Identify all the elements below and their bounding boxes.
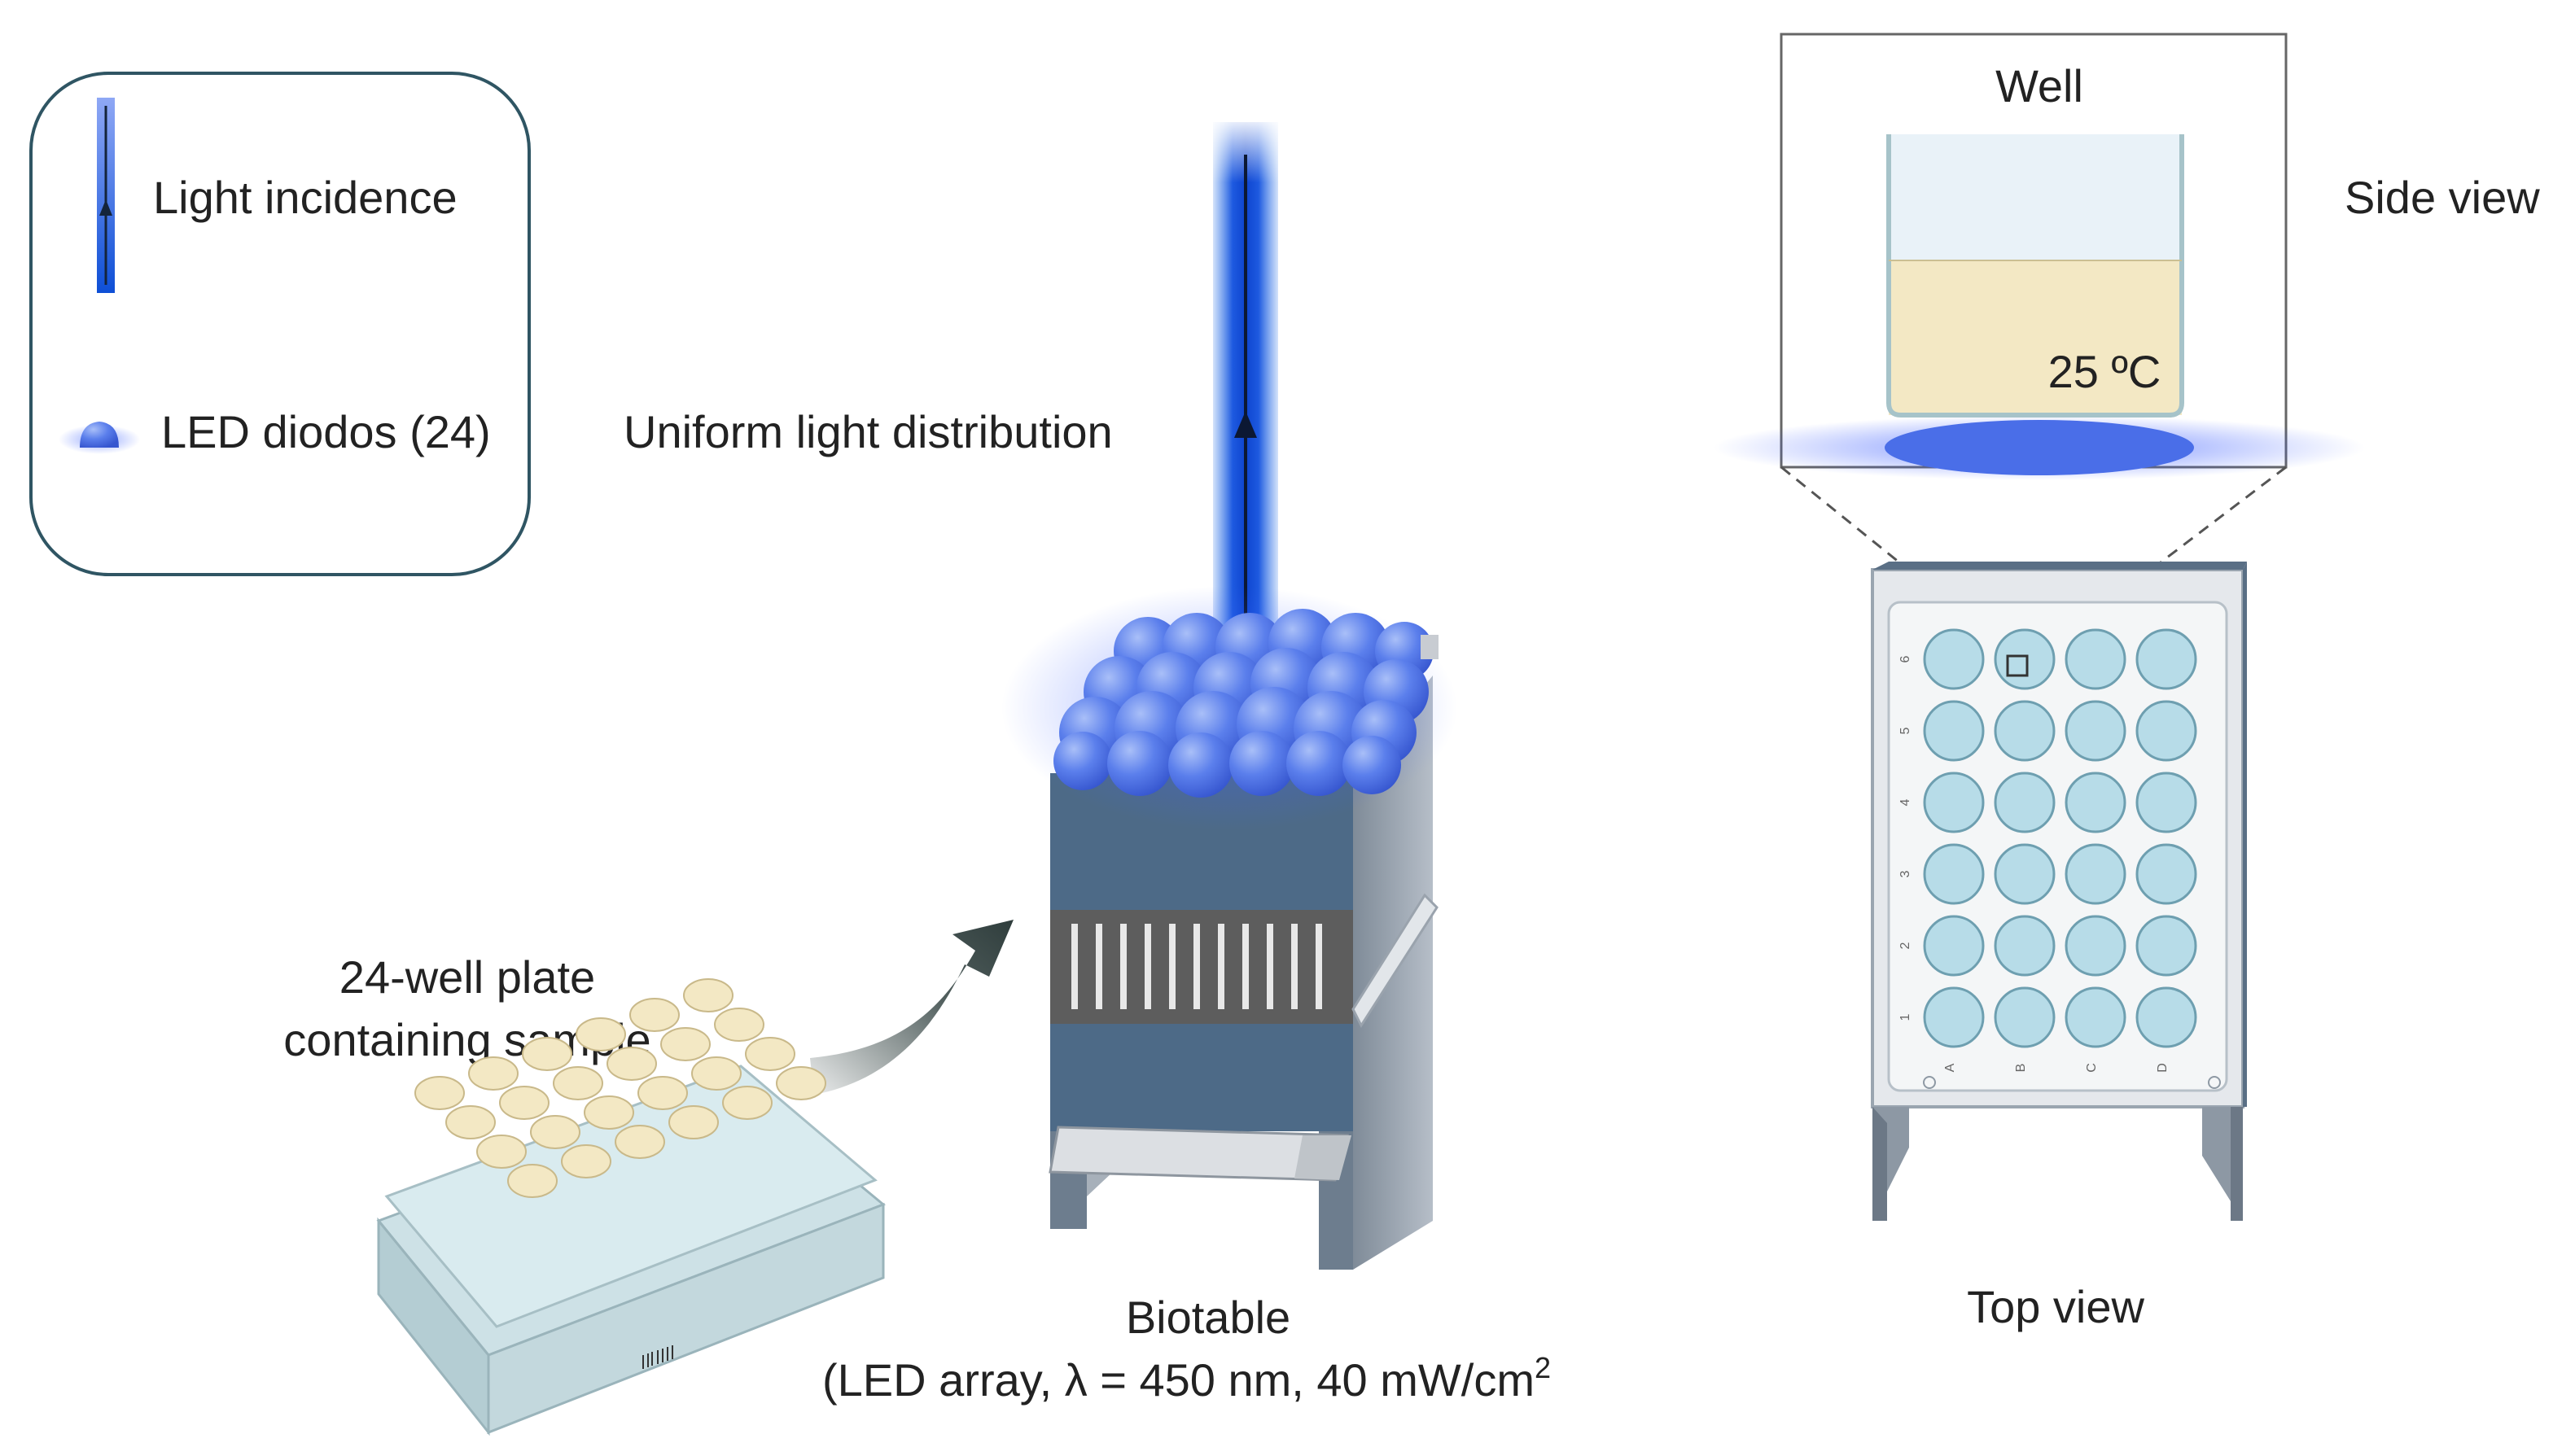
- row-tick-label: 6: [1898, 655, 1912, 662]
- biotable-tray: [1049, 1126, 1349, 1182]
- plate-well: [1994, 772, 2056, 833]
- iso-plate-well: [576, 1017, 626, 1052]
- plate-well: [2135, 986, 2197, 1048]
- vent-slots: [1071, 924, 1322, 1009]
- iso-plate-well: [683, 978, 734, 1012]
- temperature-label: 25 ºC: [2048, 346, 2161, 397]
- beam-arrowhead: [1234, 411, 1257, 438]
- iso-plate-well: [414, 1076, 465, 1110]
- iso-plate-well: [691, 1056, 742, 1091]
- well-plate-perspective: [376, 978, 886, 1436]
- iso-plate-well: [476, 1135, 527, 1169]
- column-tick-label: A: [1943, 1063, 1957, 1072]
- led-dome-cluster: [1053, 609, 1434, 798]
- iso-plate-well: [637, 1076, 688, 1110]
- plate-well: [1994, 915, 2056, 977]
- sample-liquid: [1889, 260, 2182, 415]
- column-tick-labels: A B C D: [1943, 1063, 2170, 1073]
- plate-well: [2065, 986, 2126, 1048]
- plate-well: [2135, 700, 2197, 762]
- iso-plate-well: [445, 1105, 496, 1139]
- row-tick-label: 3: [1898, 870, 1912, 877]
- biotable-spec-text: (LED array, λ = 450 nm, 40 mW/cm: [822, 1354, 1535, 1406]
- biotable-spec-superscript: 2: [1535, 1351, 1551, 1384]
- side-view-label: Side view: [2345, 172, 2540, 223]
- well-label: Well: [1995, 60, 2083, 111]
- plate-well: [2065, 915, 2126, 977]
- top-view-plate: 6 5 4 3 2 1 A B C D: [1871, 562, 2247, 1221]
- row-tick-label: 5: [1898, 727, 1912, 734]
- light-beam: [1213, 122, 1278, 627]
- biotable-spec: (LED array, λ = 450 nm, 40 mW/cm2: [822, 1351, 1551, 1406]
- iso-plate-well: [722, 1086, 773, 1120]
- plate-well: [1923, 700, 1985, 762]
- legend-led-diodes-label: LED diodos (24): [161, 406, 491, 457]
- plate-well: [2135, 915, 2197, 977]
- side-view-inset: Well 25 ºC: [1714, 33, 2365, 480]
- iso-plate-well: [468, 1056, 519, 1091]
- iso-plate-well: [499, 1086, 550, 1120]
- top-plate-wells: [1923, 628, 2197, 1048]
- iso-plate-well: [615, 1125, 665, 1159]
- iso-plate-well: [607, 1047, 657, 1081]
- iso-plate-well: [553, 1066, 603, 1100]
- plate-wells: [414, 978, 826, 1198]
- legend-light-incidence-label: Light incidence: [153, 172, 458, 223]
- light-incidence-icon: [97, 98, 115, 293]
- plate-well: [2135, 843, 2197, 905]
- well-cross-section: [1886, 134, 2184, 418]
- plate-well: [2065, 843, 2126, 905]
- iso-plate-well: [561, 1144, 611, 1178]
- iso-plate-well: [629, 998, 680, 1032]
- plate-well: [2065, 628, 2126, 690]
- plate-well: [1923, 843, 1985, 905]
- plate-barcode: [642, 1345, 673, 1369]
- side-led-dome: [1885, 420, 2194, 475]
- plate-well: [1923, 986, 1985, 1048]
- plate-label-line1: 24-well plate: [339, 951, 595, 1003]
- plate-well: [1994, 700, 2056, 762]
- column-tick-label: B: [2014, 1064, 2028, 1073]
- plate-well: [1994, 986, 2056, 1048]
- top-view-label: Top view: [1967, 1281, 2144, 1332]
- plate-well: [2065, 700, 2126, 762]
- iso-plate-well: [530, 1115, 580, 1149]
- iso-plate-well: [660, 1027, 711, 1061]
- column-tick-label: C: [2085, 1063, 2099, 1073]
- row-tick-label: 2: [1898, 942, 1912, 949]
- iso-plate-well: [507, 1164, 558, 1198]
- plate-well: [1923, 915, 1985, 977]
- iso-plate-well: [584, 1095, 634, 1130]
- plate-well: [1994, 843, 2056, 905]
- biotable-title: Biotable: [1126, 1292, 1290, 1343]
- iso-plate-well: [714, 1008, 764, 1042]
- zoom-selection-box: [2006, 654, 2029, 677]
- iso-plate-well: [745, 1037, 795, 1071]
- plate-well: [1994, 628, 2056, 690]
- uniform-light-label: Uniform light distribution: [624, 406, 1113, 457]
- row-tick-label: 4: [1898, 798, 1912, 806]
- led-diode-icon: [59, 422, 140, 454]
- transfer-arrow: [810, 920, 1014, 1095]
- plate-well: [2135, 628, 2197, 690]
- plate-well: [2135, 772, 2197, 833]
- row-tick-label: 1: [1898, 1013, 1912, 1021]
- plate-well: [2065, 772, 2126, 833]
- biotable-vent: [1050, 910, 1353, 1024]
- iso-plate-well: [522, 1037, 572, 1071]
- biotable: [1001, 586, 1457, 1270]
- iso-plate-well: [668, 1105, 719, 1139]
- plate-well: [1923, 772, 1985, 833]
- plate-well: [1923, 628, 1985, 690]
- legend-box: Light incidence LED diodos (24): [29, 72, 531, 576]
- column-tick-label: D: [2156, 1063, 2170, 1073]
- iso-plate-well: [776, 1066, 826, 1100]
- row-tick-labels: 6 5 4 3 2 1: [1898, 655, 1912, 1021]
